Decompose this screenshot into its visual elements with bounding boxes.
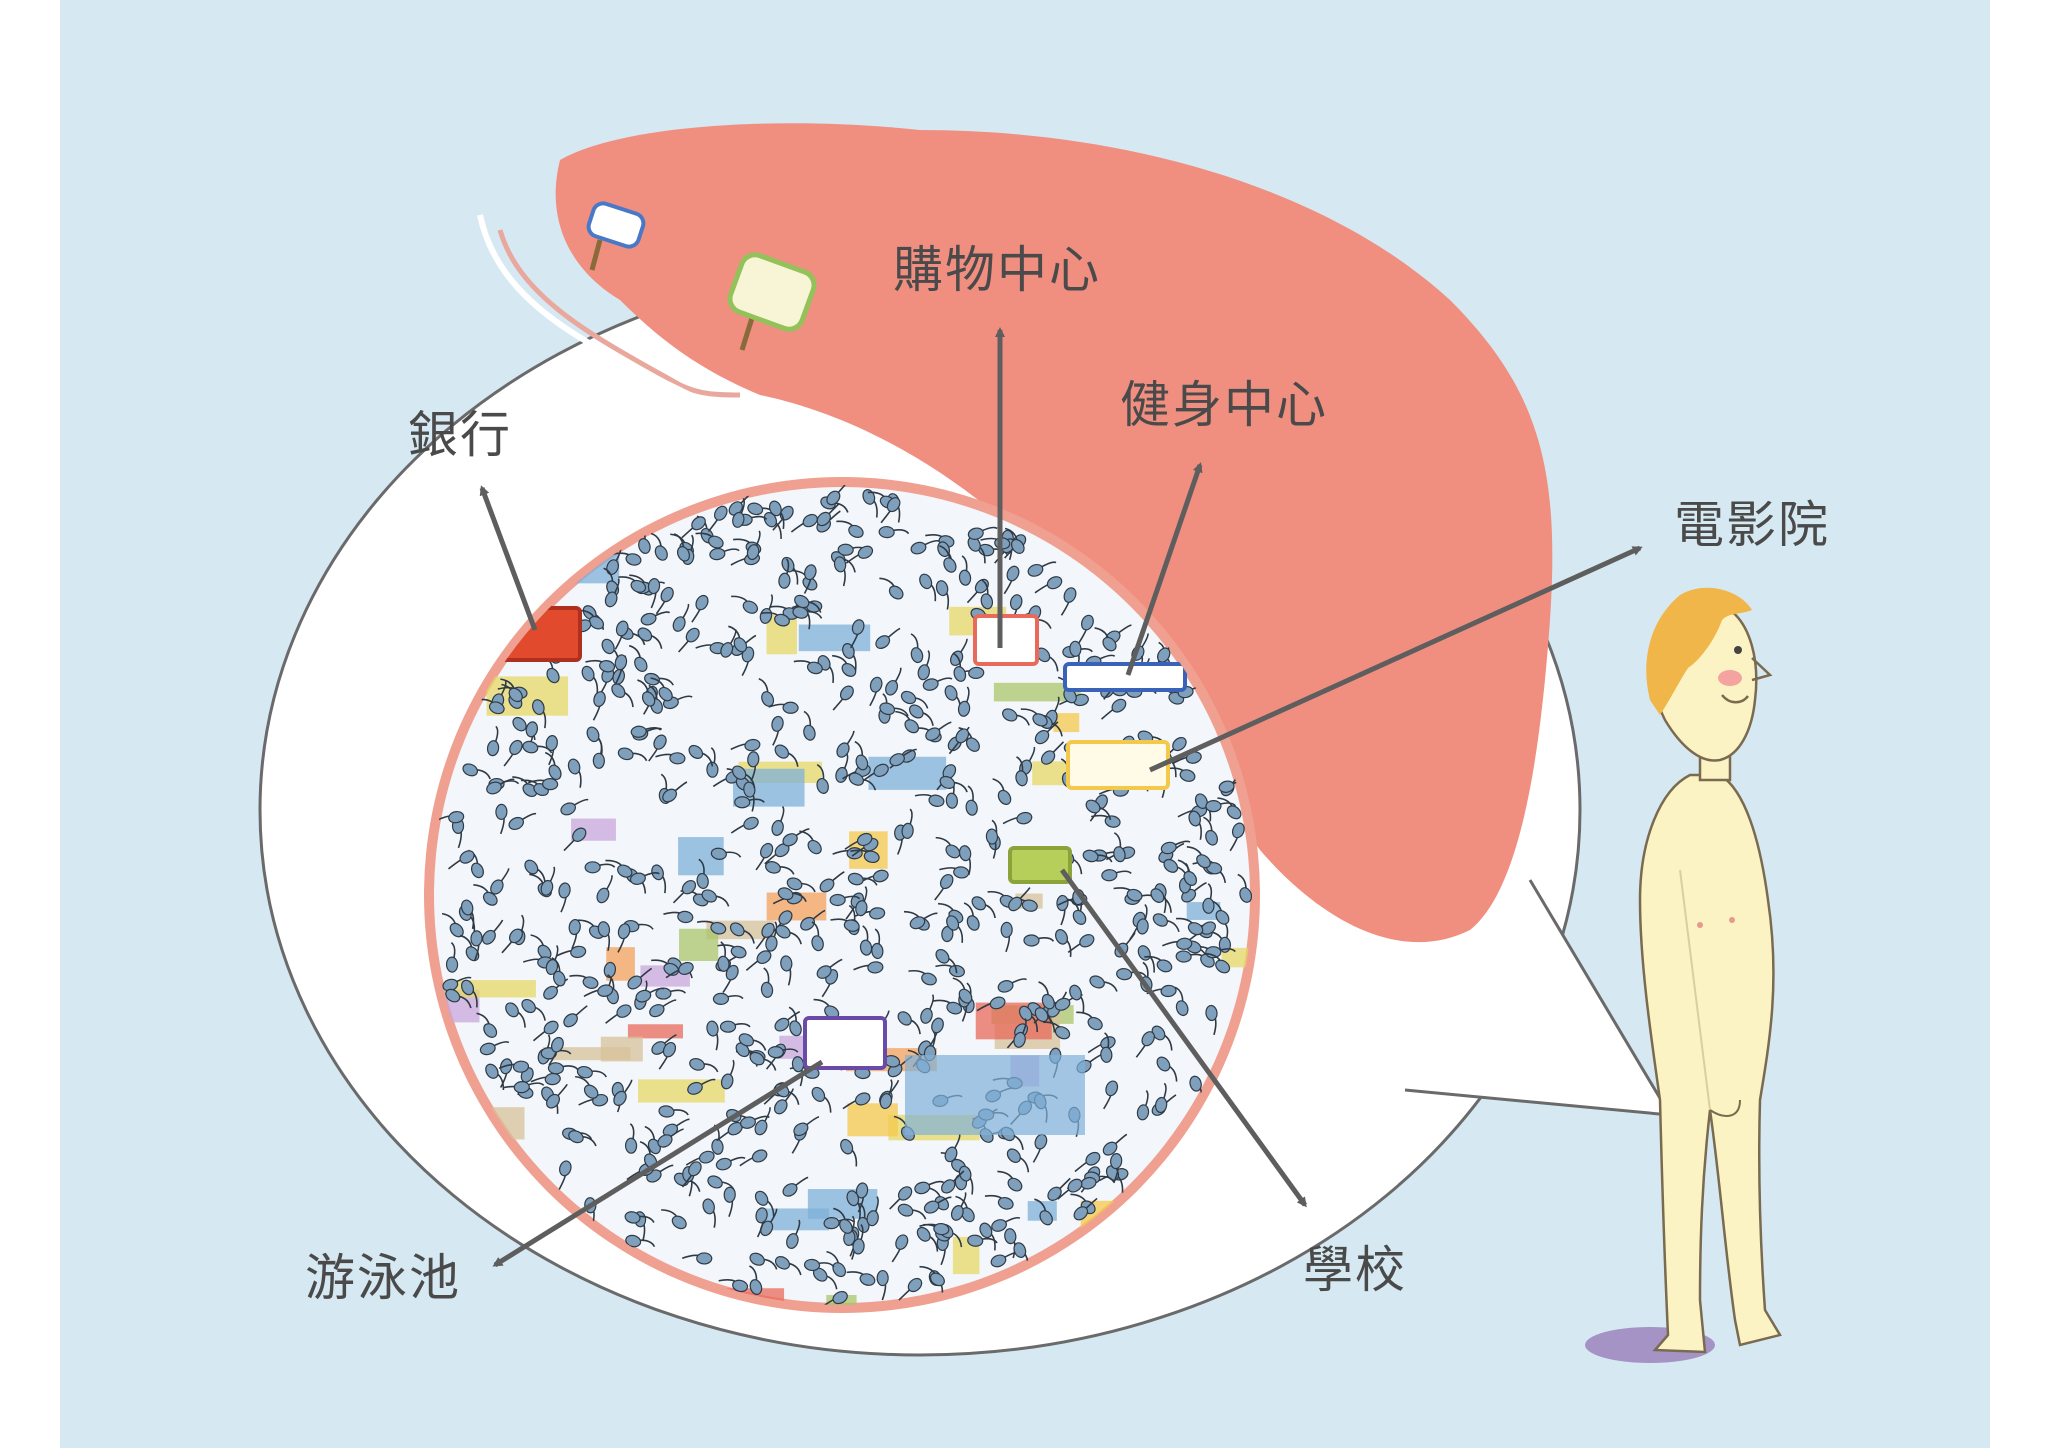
pink-tube — [477, 123, 1553, 943]
arrow-gym — [1125, 462, 1203, 676]
tube-sign-green — [727, 252, 817, 351]
tube-sign-small — [586, 201, 646, 271]
arrow-pool — [492, 1059, 824, 1268]
man-figure — [1585, 587, 1782, 1363]
arrow-school — [1059, 868, 1308, 1208]
label-shopping-center: 購物中心 — [893, 241, 1101, 299]
label-pool: 游泳池 — [305, 1249, 461, 1307]
label-cinema: 電影院 — [1674, 496, 1830, 554]
label-bank: 銀行 — [408, 406, 512, 464]
arrow-bank — [479, 485, 538, 631]
arrows — [479, 327, 1643, 1268]
label-gym: 健身中心 — [1120, 376, 1328, 434]
label-school: 學校 — [1303, 1241, 1407, 1299]
arrow-cinema — [1148, 545, 1643, 773]
